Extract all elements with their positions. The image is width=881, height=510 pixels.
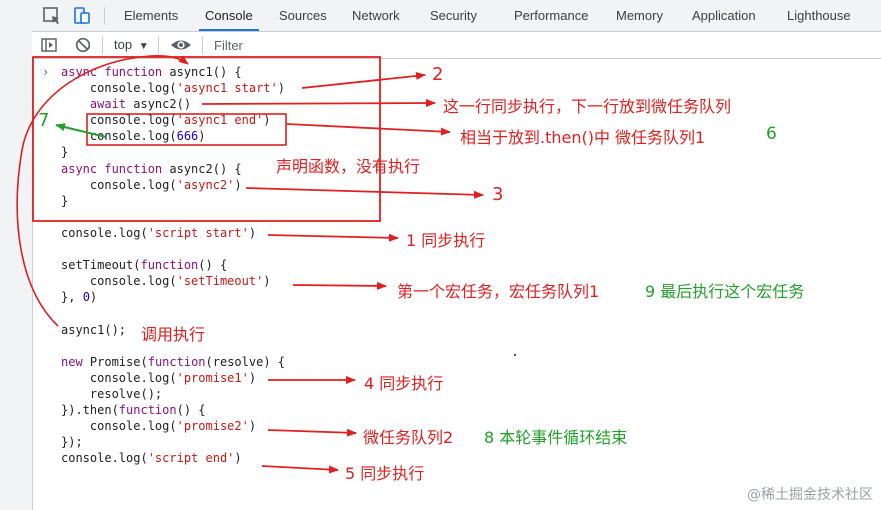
- console-toolbar: top ▼: [32, 32, 881, 59]
- code-line: console.log(666): [61, 129, 206, 144]
- code-line: console.log('async2'): [61, 177, 242, 192]
- annotation-microtask-2: 微任务队列2: [363, 428, 454, 447]
- console-code: async function async1() { console.log('a…: [61, 64, 285, 466]
- code-line: console.log('async1 end'): [61, 113, 271, 128]
- tab-security[interactable]: Security: [430, 8, 477, 23]
- console-prompt-icon: ›: [42, 65, 50, 79]
- tab-network[interactable]: Network: [352, 8, 400, 23]
- devtools-tab-bar: Elements Console Sources Network Securit…: [32, 0, 881, 32]
- annotation-5-sync: 5 同步执行: [345, 464, 425, 483]
- tab-performance[interactable]: Performance: [514, 8, 589, 23]
- annotation-then-microtask-1: 相当于放到.then()中 微任务队列1: [460, 128, 706, 147]
- annotation-6: 6: [766, 124, 777, 144]
- code-line: new Promise(function(resolve) {: [61, 354, 285, 369]
- code-line: console.log('promise2'): [61, 419, 257, 434]
- annotation-sync-next-microtask: 这一行同步执行，下一行放到微任务队列: [443, 97, 732, 116]
- code-line: }: [61, 193, 69, 208]
- code-line: console.log('setTimeout'): [61, 274, 271, 289]
- code-line: console.log('script end'): [61, 451, 242, 466]
- code-line: resolve();: [61, 386, 163, 401]
- declaration-box: [32, 56, 381, 222]
- inspect-element-icon[interactable]: [42, 6, 62, 26]
- code-line: async1();: [61, 322, 127, 337]
- annotation-4-sync: 4 同步执行: [364, 374, 444, 393]
- watermark: @稀土掘金技术社区: [747, 487, 873, 503]
- code-line: console.log('script start'): [61, 225, 257, 240]
- context-selector[interactable]: top ▼: [114, 32, 149, 58]
- annotation-macrotask-1: 第一个宏任务，宏任务队列1: [397, 282, 600, 301]
- arrow-5: [261, 465, 339, 474]
- arrow-then: [286, 123, 451, 136]
- annotation-3: 3: [492, 184, 504, 205]
- call-curve-arrow: [16, 55, 189, 327]
- device-toolbar-icon[interactable]: [72, 6, 92, 26]
- annotation-8-end: 8 本轮事件循环结束: [484, 428, 628, 447]
- filter-input[interactable]: [210, 35, 878, 55]
- arrow-settimeout: [292, 281, 387, 290]
- code-line: console.log('promise1'): [61, 370, 257, 385]
- code-line: async function async2() {: [61, 161, 242, 176]
- tab-lighthouse[interactable]: Lighthouse: [787, 8, 851, 23]
- code-line: await async2(): [89, 97, 192, 112]
- code-line: }).then(function() {: [61, 402, 206, 417]
- annotation-1-sync: 1 同步执行: [406, 231, 486, 250]
- tab-elements[interactable]: Elements: [124, 8, 179, 23]
- arrow-1: [267, 233, 399, 242]
- code-line: });: [61, 435, 83, 450]
- code-line: async function async1() {: [61, 65, 242, 79]
- arrow-2: [301, 71, 426, 89]
- code-line: }: [61, 145, 69, 160]
- tab-memory[interactable]: Memory: [616, 8, 663, 23]
- clear-console-icon[interactable]: [74, 36, 92, 54]
- left-gutter: [0, 0, 33, 510]
- annotation-7: 7: [38, 110, 50, 131]
- code-line: setTimeout(function() {: [61, 258, 228, 273]
- stray-dot: [513, 353, 517, 357]
- annotation-2: 2: [432, 64, 444, 85]
- eye-icon[interactable]: [170, 36, 192, 54]
- arrow-await: [201, 99, 436, 108]
- arrow-7: [55, 123, 107, 138]
- tab-application[interactable]: Application: [692, 8, 756, 23]
- arrow-micro2: [267, 428, 357, 437]
- annotation-call-exec: 调用执行: [141, 325, 206, 344]
- sidebar-toggle-icon[interactable]: [40, 36, 58, 54]
- arrow-3: [245, 187, 484, 199]
- context-selector-label: top: [114, 37, 133, 52]
- code-line: console.log('async1 start'): [61, 81, 285, 96]
- chevron-down-icon: ▼: [138, 41, 149, 52]
- tab-sources[interactable]: Sources: [279, 8, 327, 23]
- code-line: }, 0): [61, 290, 98, 305]
- microtask-lines-box: [86, 113, 287, 146]
- tab-console[interactable]: Console: [199, 0, 259, 31]
- annotation-declare-not-run: 声明函数，没有执行: [276, 157, 421, 176]
- annotation-9-last: 9 最后执行这个宏任务: [645, 282, 805, 301]
